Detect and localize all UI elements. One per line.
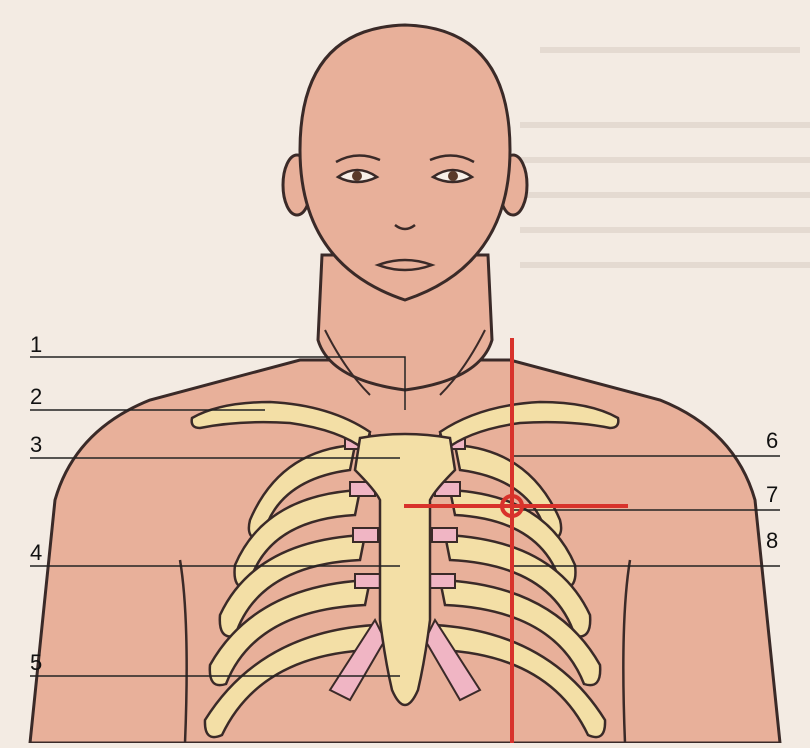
background-text-lines <box>520 50 810 265</box>
cartilage-right-3 <box>432 528 457 542</box>
label-5: 5 <box>30 652 42 674</box>
label-6: 6 <box>766 430 778 452</box>
label-3: 3 <box>30 434 42 456</box>
label-4: 4 <box>30 542 42 564</box>
cartilage-left-3 <box>353 528 378 542</box>
label-1: 1 <box>30 334 42 356</box>
cartilage-left-4 <box>355 574 380 588</box>
label-2: 2 <box>30 386 42 408</box>
label-8: 8 <box>766 530 778 552</box>
cartilage-right-4 <box>430 574 455 588</box>
label-7: 7 <box>766 484 778 506</box>
